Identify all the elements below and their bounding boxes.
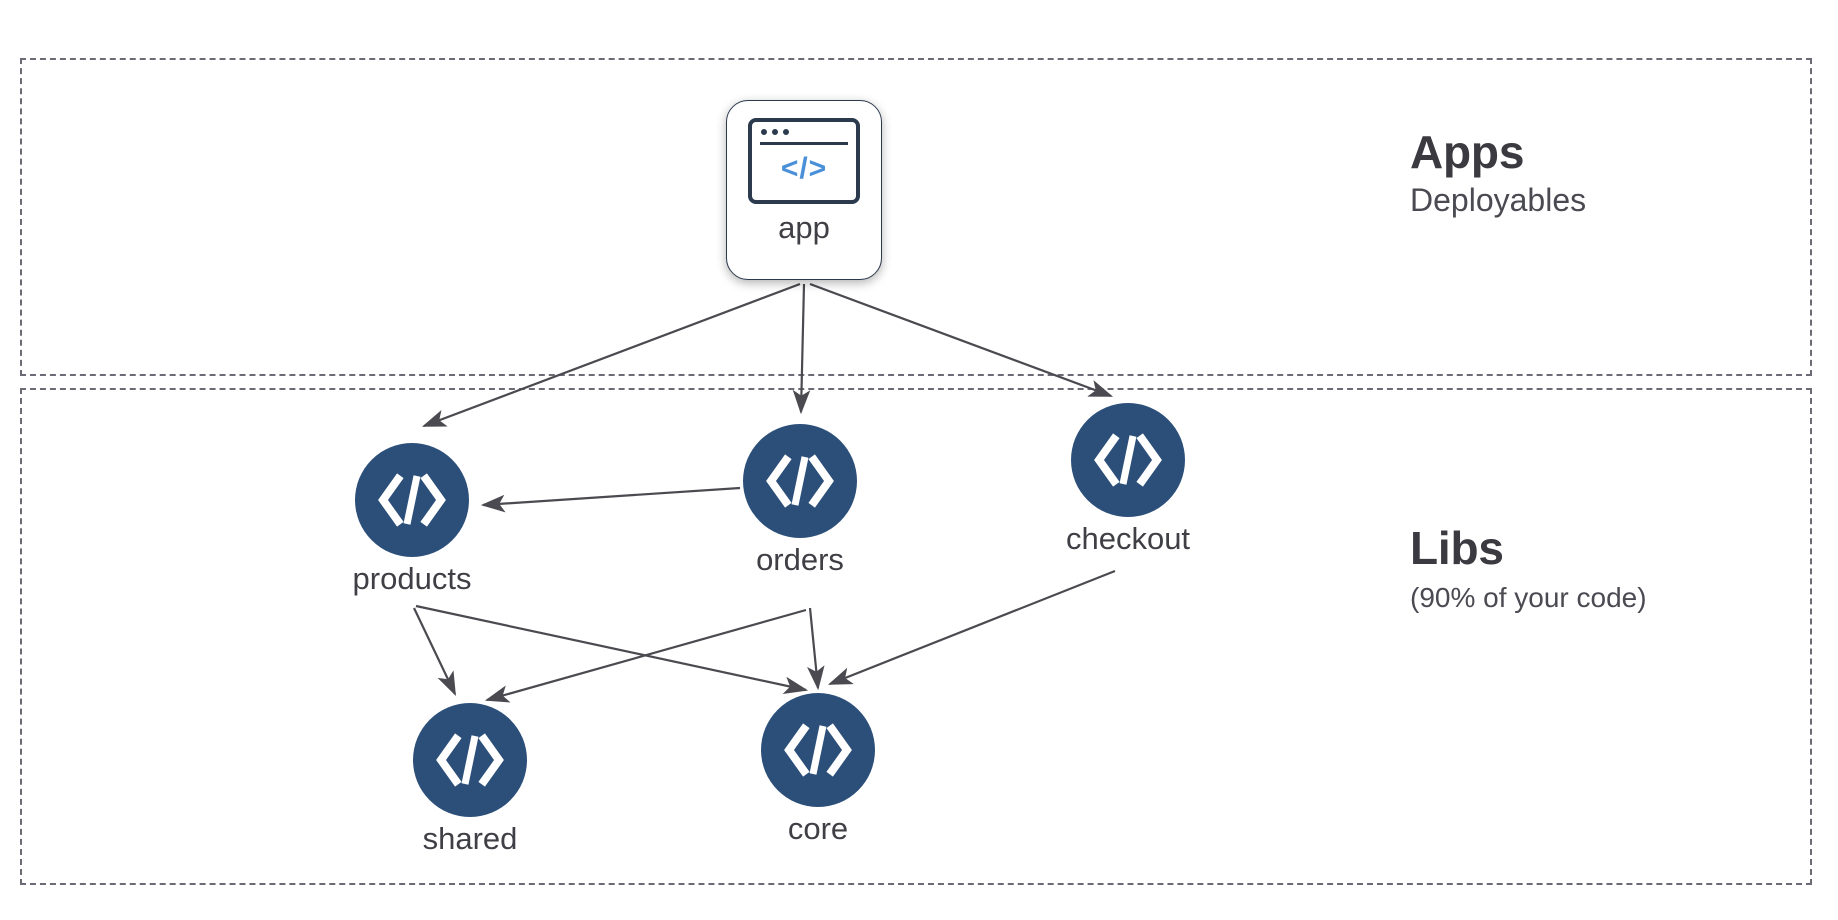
zone-libs: [20, 388, 1812, 885]
zone-libs-title: Libs: [1410, 522, 1504, 574]
code-brackets-icon: </>: [780, 152, 828, 185]
node-shared-label: shared: [422, 821, 518, 856]
code-brackets-icon: [766, 454, 834, 508]
node-products[interactable]: products: [352, 443, 472, 596]
node-core-circle: [761, 693, 875, 807]
code-brackets-icon: [436, 733, 504, 787]
code-brackets-icon: [1094, 433, 1162, 487]
browser-code-icon: </>: [748, 118, 860, 204]
node-app[interactable]: </> app: [726, 100, 882, 280]
zone-libs-subtitle: (90% of your code): [1410, 582, 1647, 614]
node-shared-circle: [413, 703, 527, 817]
node-checkout-circle: [1071, 403, 1185, 517]
code-brackets-icon: [784, 723, 852, 777]
zone-apps-caption: Apps Deployables: [1410, 128, 1586, 222]
browser-titlebar-rule: [760, 142, 848, 145]
node-products-label: products: [352, 561, 472, 596]
node-checkout[interactable]: checkout: [1066, 403, 1190, 556]
browser-dots-icon: [761, 129, 789, 135]
zone-libs-caption: Libs (90% of your code): [1410, 524, 1647, 617]
node-orders-label: orders: [756, 542, 844, 577]
zone-apps-title: Apps: [1410, 126, 1525, 178]
node-orders[interactable]: orders: [743, 424, 857, 577]
node-shared[interactable]: shared: [413, 703, 527, 856]
node-core[interactable]: core: [761, 693, 875, 846]
zone-apps-subtitle: Deployables: [1410, 182, 1587, 219]
node-checkout-label: checkout: [1065, 521, 1191, 556]
node-core-label: core: [787, 811, 849, 846]
node-products-circle: [355, 443, 469, 557]
node-orders-circle: [743, 424, 857, 538]
code-brackets-icon: [378, 473, 446, 527]
node-app-label: app: [778, 210, 830, 245]
